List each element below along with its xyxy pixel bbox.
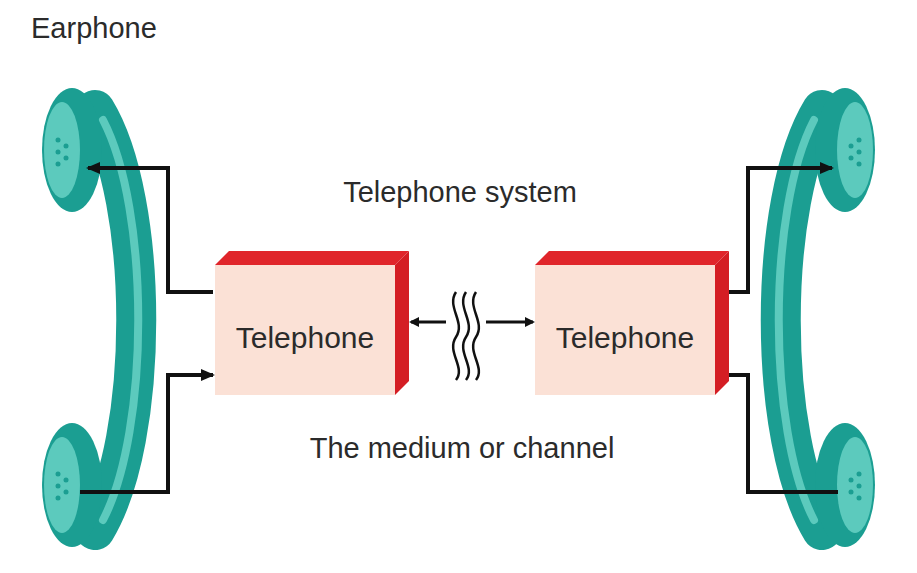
box-label: Telephone xyxy=(556,321,694,355)
right-handset xyxy=(779,88,875,547)
left-handset xyxy=(42,88,138,547)
box-label: Telephone xyxy=(236,321,374,355)
signal-wires xyxy=(80,168,838,492)
telephone-box: Telephone xyxy=(535,265,715,395)
caption-label: Telephone system xyxy=(340,176,580,209)
caption-label: The medium or channel xyxy=(307,432,618,465)
caption-label: Earphone xyxy=(28,12,160,45)
medium-waves xyxy=(446,290,486,380)
telephone-box: Telephone xyxy=(215,265,395,395)
